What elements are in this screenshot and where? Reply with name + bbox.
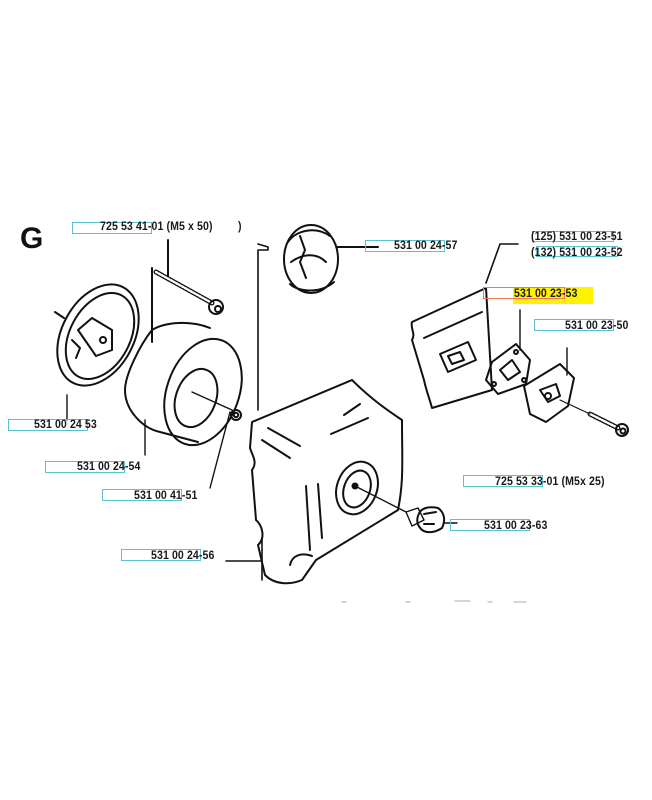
- callout-box-part-125[interactable]: [532, 231, 614, 242]
- part-label-bolt-m5x25: 725 53 33-01 (M5x 25): [495, 476, 605, 488]
- part-label-filter-cap: 531 00 24-57: [394, 240, 458, 252]
- part-label-125: (125) 531 00 23-51: [531, 231, 623, 243]
- callout-box-bolt-m5x25[interactable]: [463, 475, 543, 487]
- callout-box-starter[interactable]: [8, 419, 88, 431]
- knob-drawing: [405, 506, 446, 534]
- part-label-washer: 531 00 41-51: [134, 490, 198, 502]
- adapter-drawing: [523, 363, 575, 423]
- part-label-bolt-m5x50: 725 53 41-01 (M5 x 50): [100, 221, 213, 233]
- filter-element-drawing: [124, 322, 243, 447]
- part-label-starter: 531 00 24 53: [34, 419, 97, 431]
- leader-gasket-frame: [485, 243, 519, 284]
- callout-box-gasket-selected[interactable]: [483, 287, 565, 299]
- part-label-cover: 531 00 24-56: [151, 550, 215, 562]
- callout-box-cover[interactable]: [121, 549, 201, 561]
- part-label-gasket: 531 00 23-53: [514, 288, 578, 300]
- filter-cap-drawing: [283, 224, 339, 294]
- part-label-filter-element: 531 00 24-54: [77, 461, 141, 473]
- part-label-bolt-paren: ): [238, 221, 242, 233]
- leader-filter-cap-frame: [257, 243, 269, 411]
- callout-box-knob[interactable]: [450, 519, 530, 531]
- starter-pulley-drawing: [54, 283, 140, 387]
- callout-box-washer[interactable]: [102, 489, 182, 501]
- highlight-gasket: [513, 287, 593, 304]
- heat-shield-drawing: [410, 287, 493, 409]
- callout-box-bolt-m5x50[interactable]: [72, 222, 152, 234]
- part-label-132: (132) 531 00 23-52: [531, 247, 623, 259]
- bolt-m5x50-drawing: [153, 269, 224, 315]
- faint-marks: [341, 600, 527, 603]
- callout-box-filter-element[interactable]: [45, 461, 125, 473]
- bolt-m5x25-drawing: [559, 399, 629, 437]
- part-label-knob: 531 00 23-63: [484, 520, 548, 532]
- callout-box-filter-cap[interactable]: [365, 240, 445, 252]
- section-letter: G: [20, 222, 44, 255]
- part-label-adapter: 531 00 23-50: [565, 320, 629, 332]
- cover-drawing: [249, 379, 407, 585]
- leader-cover: [225, 537, 263, 581]
- callout-box-adapter[interactable]: [534, 319, 614, 331]
- callout-box-part-132[interactable]: [536, 246, 618, 257]
